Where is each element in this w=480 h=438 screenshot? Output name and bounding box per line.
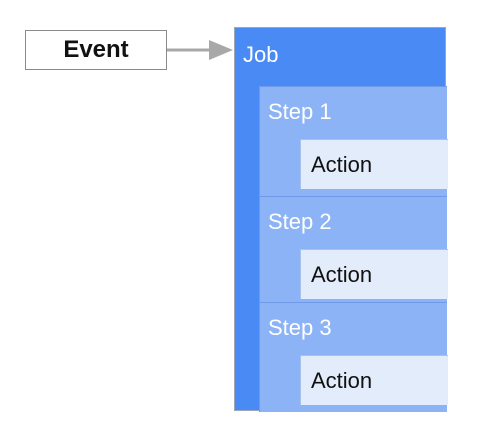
step-2-action-box: Action — [300, 249, 448, 299]
step-2-action-label: Action — [311, 261, 373, 287]
step-1-box: Step 1 Action — [259, 86, 448, 196]
arrow-icon — [167, 40, 233, 60]
step-1-action-box: Action — [300, 139, 448, 189]
job-label: Job — [243, 42, 279, 67]
step-3-label: Step 3 — [268, 315, 332, 340]
event-box: Event — [25, 30, 167, 70]
event-label: Event — [63, 36, 129, 63]
step-2-box: Step 2 Action — [259, 196, 448, 306]
step-2-label: Step 2 — [268, 209, 332, 234]
step-3-action-label: Action — [311, 367, 373, 393]
step-1-label: Step 1 — [268, 99, 332, 124]
job-box: Job Step 1 Action Step 2 Action Step 3 A… — [234, 27, 448, 412]
step-1-action-label: Action — [311, 151, 373, 177]
step-3-box: Step 3 Action — [259, 302, 448, 412]
step-3-action-box: Action — [300, 355, 448, 405]
